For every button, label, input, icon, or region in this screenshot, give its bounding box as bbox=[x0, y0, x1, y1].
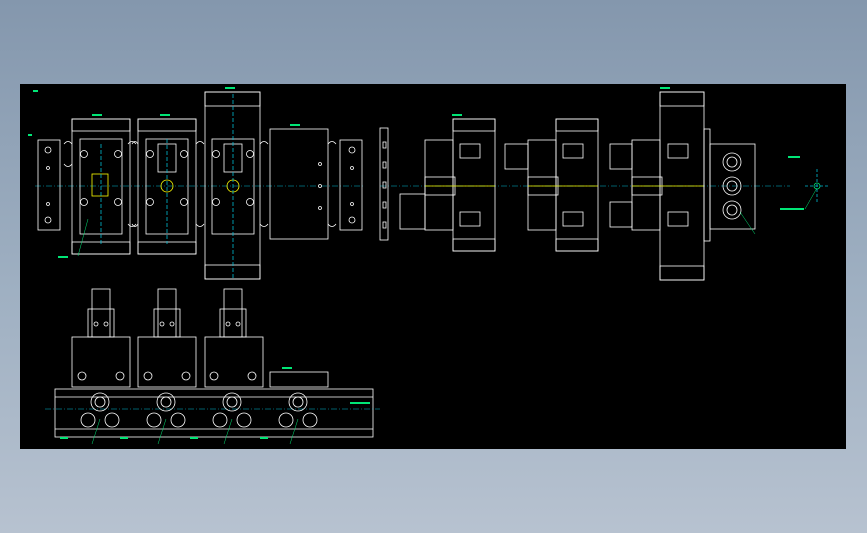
end-plate-right bbox=[339, 139, 363, 231]
corner-label-mark bbox=[33, 90, 38, 92]
port-block bbox=[709, 143, 756, 230]
valve-body-3 bbox=[204, 91, 261, 280]
gasket-strip bbox=[379, 127, 389, 241]
end-plate-left bbox=[37, 139, 61, 231]
front-view-group bbox=[28, 87, 365, 280]
blank-plate bbox=[269, 128, 329, 240]
side-valve-2 bbox=[555, 118, 599, 252]
manifold-base bbox=[54, 388, 374, 438]
side-view-group bbox=[379, 87, 830, 281]
top-view-group bbox=[45, 288, 380, 445]
cad-drawing bbox=[28, 87, 830, 445]
side-valve-1 bbox=[452, 118, 496, 252]
cad-viewport[interactable] bbox=[20, 84, 846, 449]
